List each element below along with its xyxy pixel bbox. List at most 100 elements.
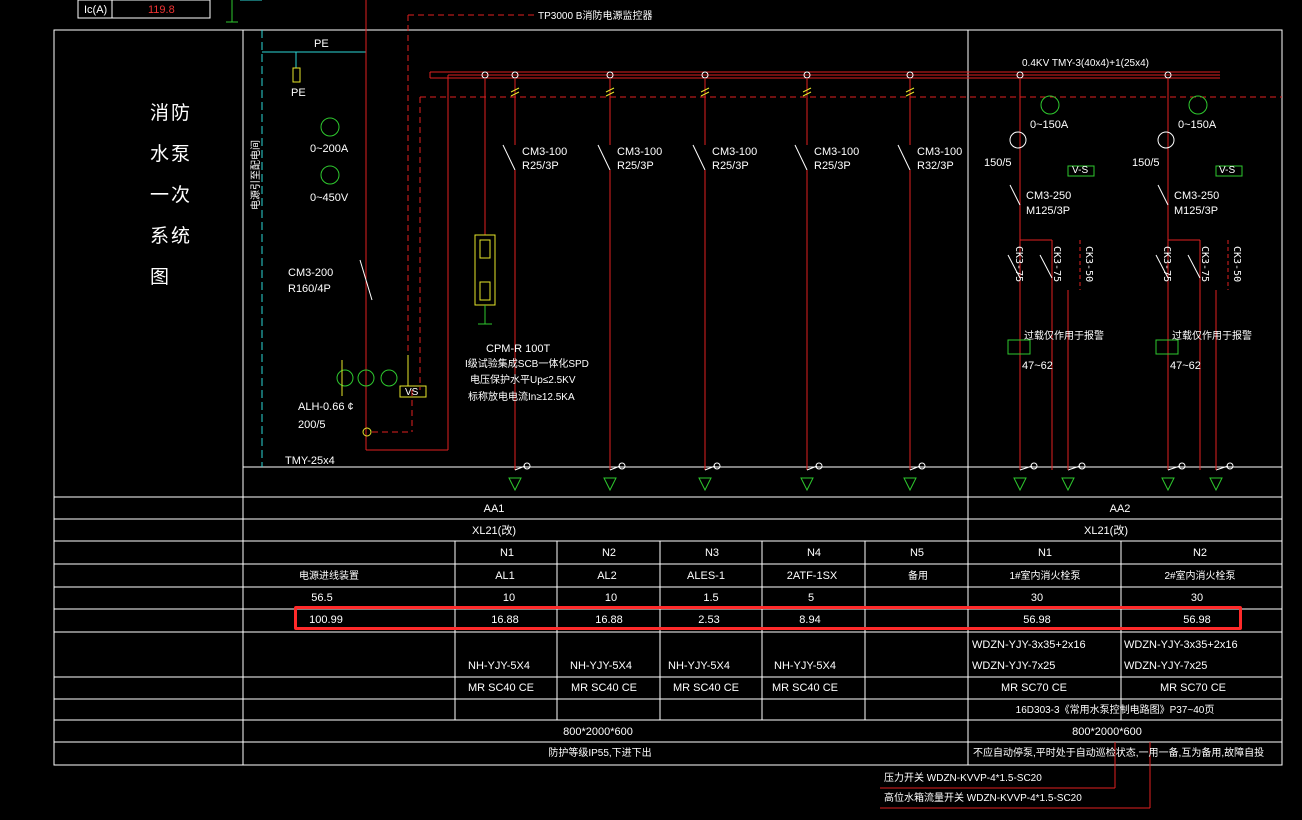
power-7: 30 xyxy=(1190,592,1204,604)
feeder-switch xyxy=(909,465,921,471)
aa2-1-breaker-model: CM3-250 xyxy=(1026,190,1072,202)
power-4: 5 xyxy=(807,592,815,604)
aa2-switch-2 xyxy=(1215,465,1229,471)
load-2: AL2 xyxy=(597,570,617,582)
aa2-2-contactor-2: CK3-75 xyxy=(1199,246,1210,283)
breaker-1-model: CM3-100 xyxy=(522,146,568,158)
load-5: 备用 xyxy=(908,571,928,582)
aa2-2-ammeter-range: 0~150A xyxy=(1178,119,1217,131)
aa2-breaker xyxy=(1157,184,1169,206)
spd-box xyxy=(474,234,496,306)
bus-tick xyxy=(802,91,812,97)
bus-tick xyxy=(700,87,710,93)
aa2-2-relay-label: 过载仅作用于报警 xyxy=(1172,331,1252,342)
main-breaker-model: CM3-200 xyxy=(288,267,334,279)
meter-node xyxy=(362,427,372,437)
current-6: 56.98 xyxy=(1023,614,1051,626)
cable-aa2-1-b: WDZN-YJY-7x25 xyxy=(972,660,1056,672)
circuit-no-1: N1 xyxy=(499,547,515,559)
load-7: 2#室内消火栓泵 xyxy=(1164,571,1236,582)
cable-aa2-1-a: WDZN-YJY-3x35+2x16 xyxy=(972,639,1086,651)
vs-label: VS xyxy=(405,387,419,398)
breaker-4-model: CM3-100 xyxy=(814,146,860,158)
voltmeter-range: 0~450V xyxy=(310,192,349,204)
spd-model: CPM-R 100T xyxy=(486,343,551,355)
bus-tick xyxy=(605,91,615,97)
ct-coil-3 xyxy=(380,369,398,387)
aa2-1-vs: V-S xyxy=(1072,165,1089,176)
feeder-node xyxy=(815,462,823,470)
aa2-contactor-2 xyxy=(1187,254,1201,279)
aa2-vs-box xyxy=(1215,165,1243,177)
circuit-no-3: N3 xyxy=(704,547,720,559)
aa2-node-2 xyxy=(1226,462,1234,470)
breaker-2-model: CM3-100 xyxy=(617,146,663,158)
load-1: AL1 xyxy=(495,570,515,582)
power-1: 10 xyxy=(502,592,516,604)
vs-box-left xyxy=(399,385,427,398)
panel-model-aa2: XL21(改) xyxy=(1083,525,1129,537)
aa2-2-contactor-3: CK3-50 xyxy=(1231,246,1242,283)
circuit-no-5: N5 xyxy=(909,547,925,559)
current-1: 16.88 xyxy=(491,614,519,626)
power-6: 30 xyxy=(1030,592,1044,604)
row-label-incoming: 电源进线装置 xyxy=(299,571,359,582)
ct-coil-1 xyxy=(336,369,354,387)
outgoing-arrow xyxy=(603,477,617,492)
feeder-switch xyxy=(806,465,818,471)
aa2-1-relay-label: 过载仅作用于报警 xyxy=(1024,331,1104,342)
note-aa2: 不应自动停泵,平时处于自动巡检状态,一用一备,互为备用,故障自投 xyxy=(973,748,1265,759)
cable-aa2-2-b: WDZN-YJY-7x25 xyxy=(1124,660,1208,672)
aa2-node-2 xyxy=(1078,462,1086,470)
aa2-2-breaker-rating: M125/3P xyxy=(1174,205,1219,217)
ct-ratio: 200/5 xyxy=(298,419,326,431)
ic-label: Ic(A) xyxy=(84,4,108,16)
bus-tick xyxy=(510,91,520,97)
power-2: 10 xyxy=(604,592,618,604)
feeder-breaker xyxy=(794,144,808,171)
circuit-no-4: N4 xyxy=(806,547,822,559)
breaker-5-rating: R32/3P xyxy=(917,160,954,172)
feeder-breaker xyxy=(692,144,706,171)
aa2-ammeter xyxy=(1188,95,1208,115)
current-2: 16.88 xyxy=(595,614,623,626)
load-4: 2ATF-1SX xyxy=(786,570,838,582)
panel-model-aa1: XL21(改) xyxy=(471,525,517,537)
feeder-switch xyxy=(704,465,716,471)
aa2-ct xyxy=(1009,131,1027,149)
bus-tick xyxy=(905,91,915,97)
cable-aa2-2-a: WDZN-YJY-3x35+2x16 xyxy=(1124,639,1238,651)
aa2-outgoing-arrow xyxy=(1161,477,1175,492)
aa2-outgoing-arrow-2 xyxy=(1209,477,1223,492)
aa2-contactor-2 xyxy=(1039,254,1053,279)
aa2-node xyxy=(1030,462,1038,470)
aa2-vs-box xyxy=(1067,165,1095,177)
busbar-label: 0.4KV TMY-3(40x4)+1(25x4) xyxy=(1022,58,1150,69)
aa2-node xyxy=(1178,462,1186,470)
main-breaker-rating: R160/4P xyxy=(288,283,331,295)
feeder-node xyxy=(918,462,926,470)
spd-desc-1: I级试验集成SCB一体化SPD xyxy=(465,359,589,370)
bus-label: TMY-25x4 xyxy=(285,455,335,467)
bus-tick xyxy=(510,87,520,93)
outgoing-arrow xyxy=(903,477,917,492)
aa2-1-contactor-3: CK3-50 xyxy=(1083,246,1094,283)
aa2-1-relay-range: 47~62 xyxy=(1022,360,1053,372)
aa2-contactor-1 xyxy=(1007,254,1021,279)
load-6: 1#室内消火栓泵 xyxy=(1009,571,1081,582)
diagram-title: 消防 水泵 一次 系统 图 xyxy=(150,102,193,288)
aa2-ct xyxy=(1157,131,1175,149)
breaker-5-model: CM3-100 xyxy=(917,146,963,158)
current-main: 100.99 xyxy=(309,614,343,626)
feeder-switch xyxy=(609,465,621,471)
bus-tick xyxy=(802,87,812,93)
panel-name-aa1: AA1 xyxy=(483,503,505,515)
aa2-overload-relay xyxy=(1155,339,1179,355)
feeder-switch xyxy=(514,465,526,471)
aa2-2-contactor-1: CK3-75 xyxy=(1161,246,1172,283)
outgoing-arrow xyxy=(800,477,814,492)
ic-value: 119.8 xyxy=(148,4,175,16)
spd-element-1 xyxy=(479,239,491,259)
aa2-2-relay-range: 47~62 xyxy=(1170,360,1201,372)
